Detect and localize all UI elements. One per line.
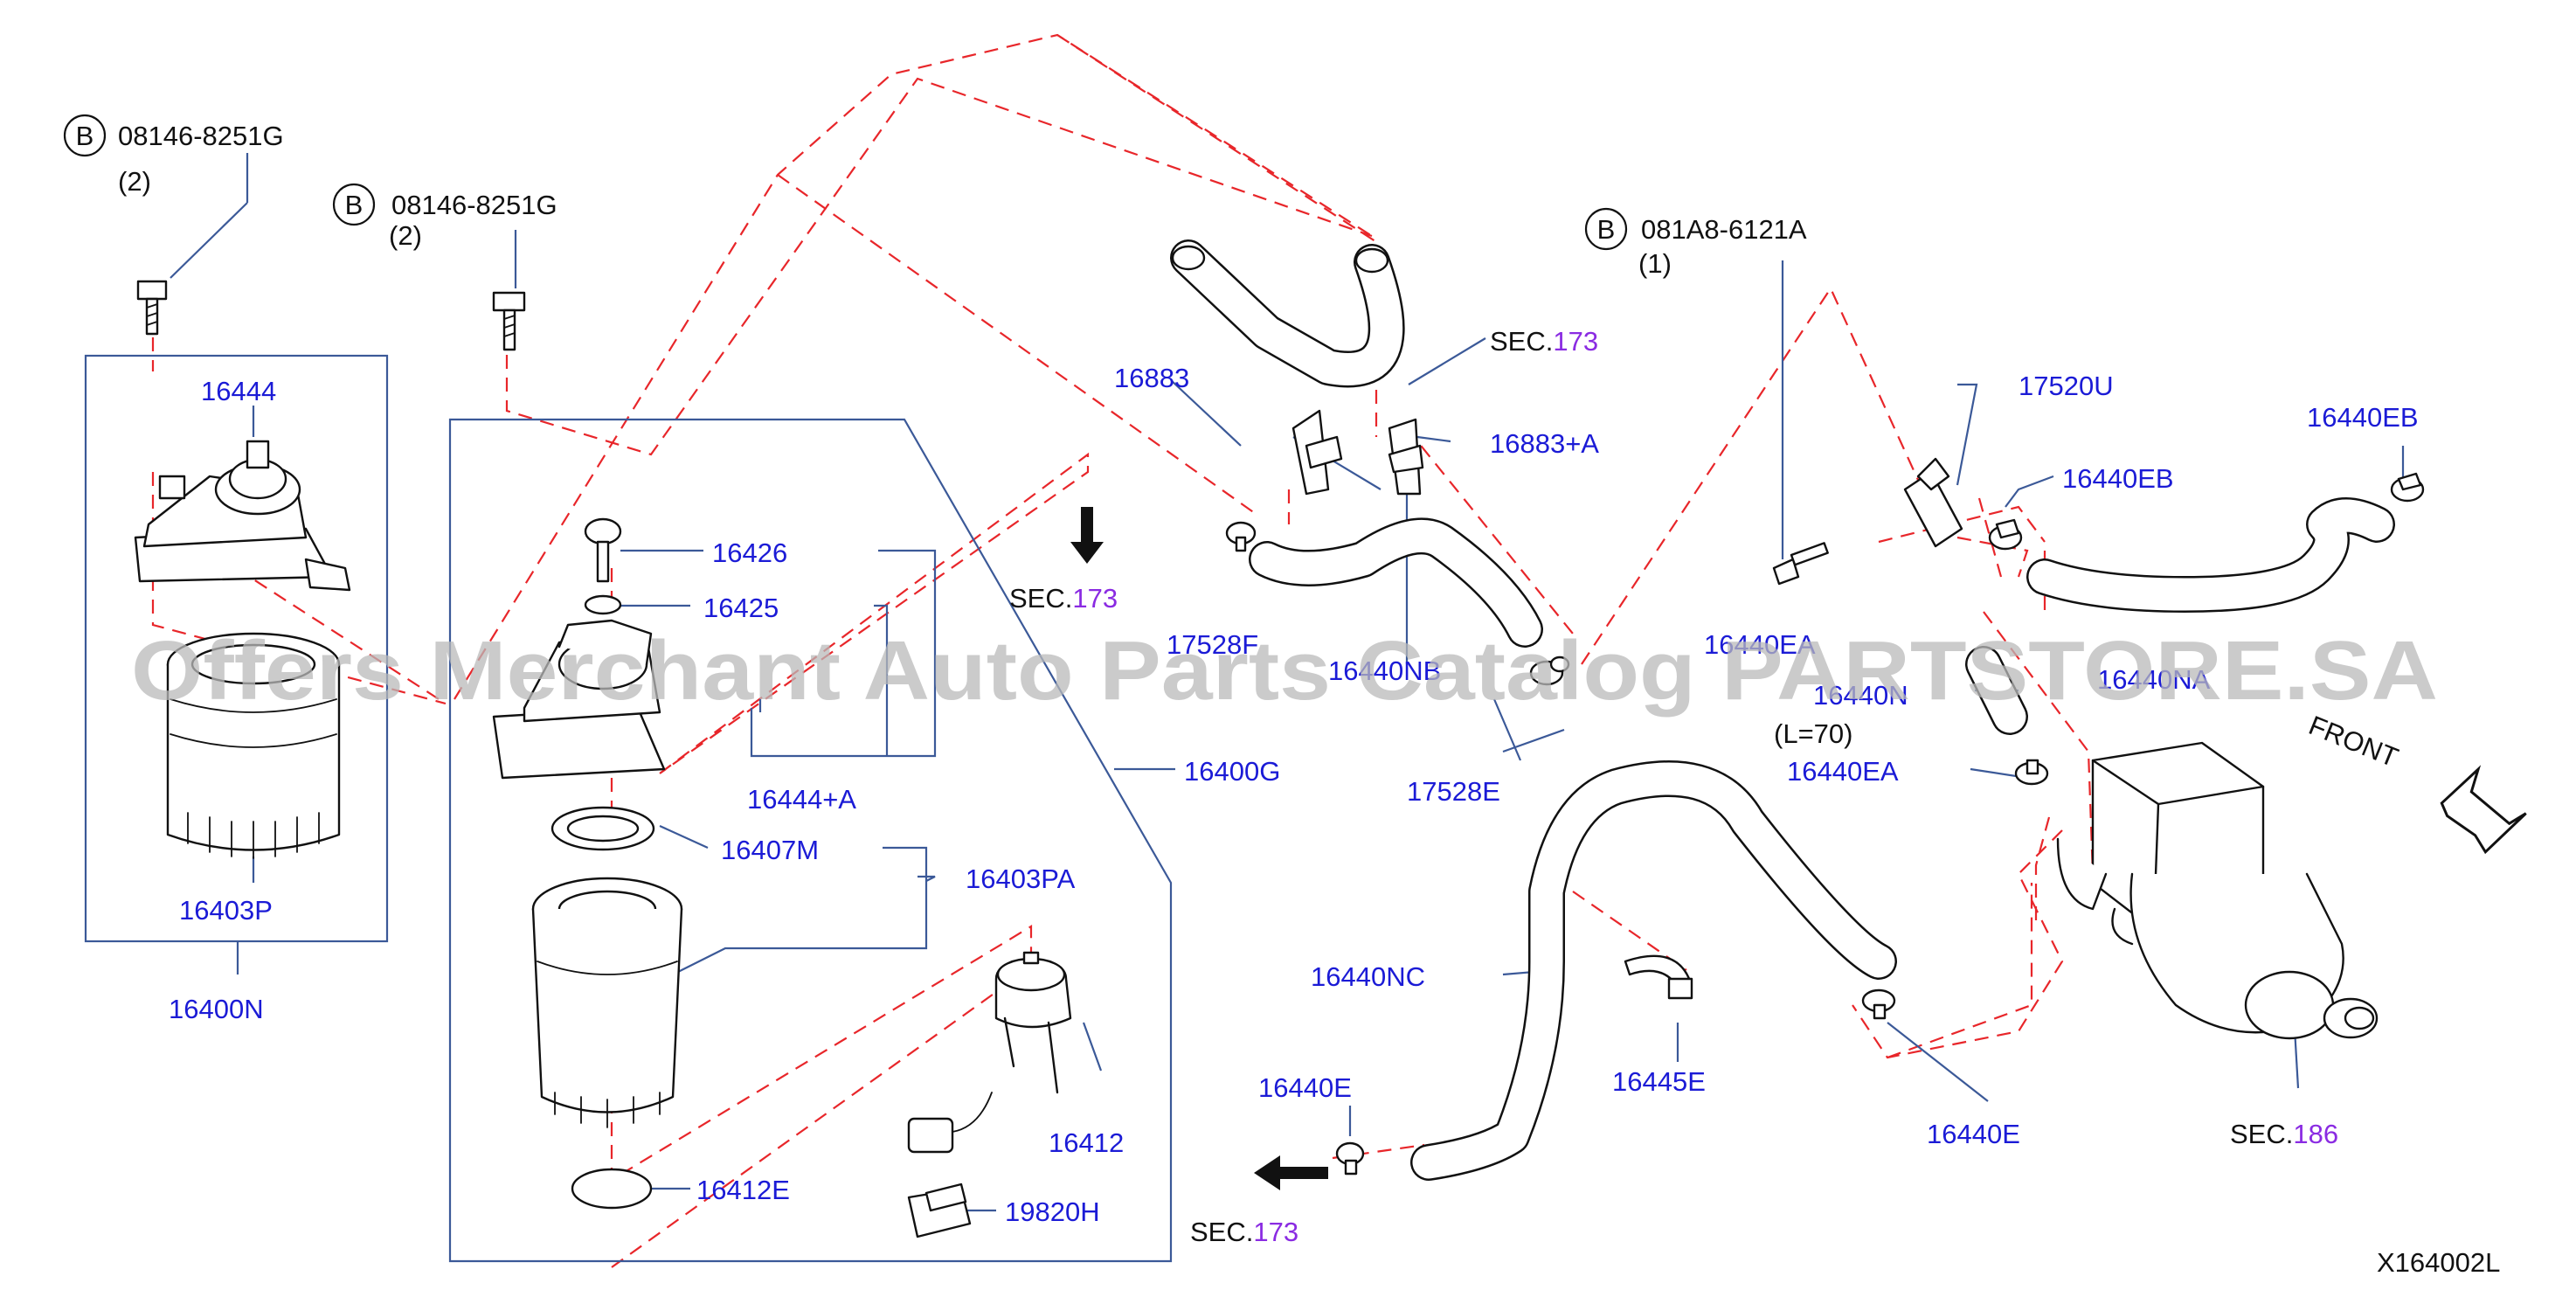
o-ring-16412e: [571, 1168, 653, 1210]
label-16440eb-top[interactable]: 16440EB: [2307, 402, 2419, 433]
label-16444[interactable]: 16444: [201, 376, 276, 406]
bolt-part-number: 081A8-6121A: [1641, 214, 1807, 245]
bolt-quantity: (2): [118, 166, 151, 197]
badge-letter: B: [1597, 214, 1616, 245]
hose-16440nc: [1410, 760, 1897, 1181]
bolt-part-number: 08146-8251G: [118, 121, 284, 151]
label-16440n[interactable]: 16440N: [1813, 680, 1908, 711]
bolt-callout-right: B 081A8-6121A (1): [1584, 207, 1807, 279]
group-frame-16400n: [84, 354, 389, 943]
alignment-lines: [151, 33, 2160, 1268]
arrow-sec173-mid: [1070, 507, 1104, 564]
label-16440eb[interactable]: 16440EB: [2062, 463, 2174, 494]
clamp-16440eb-top: [2390, 472, 2425, 503]
bolt-081a8-6121a: [1772, 542, 1829, 586]
fuel-filter-16403pa: [531, 877, 683, 1128]
label-16426[interactable]: 16426: [712, 538, 787, 568]
label-16400n[interactable]: 16400N: [169, 994, 264, 1024]
clamp-16440ea: [2014, 759, 2049, 786]
label-19820h[interactable]: 19820H: [1005, 1196, 1100, 1227]
bolt-quantity: (1): [1638, 248, 1672, 279]
hose-top-sec173: [1170, 239, 1405, 388]
label-16403p[interactable]: 16403P: [179, 895, 273, 926]
filter-head-16444: [134, 440, 351, 592]
label-16412[interactable]: 16412: [1049, 1127, 1124, 1158]
bolt-callout-middle: B 08146-8251G (2): [332, 183, 557, 251]
label-16883a[interactable]: 16883+A: [1490, 428, 1599, 459]
label-16440nb[interactable]: 16440NB: [1328, 655, 1441, 686]
label-16400g[interactable]: 16400G: [1184, 756, 1280, 787]
hose-16440na: [2026, 497, 2395, 613]
connector-17520u: [1903, 457, 1963, 548]
bolt-08146-8251g-middle: [492, 291, 526, 351]
bolt-part-number: 08146-8251G: [391, 190, 557, 220]
clip-16445e: [1624, 954, 1693, 1000]
label-16440ea[interactable]: 16440EA: [1787, 756, 1899, 787]
clamp-17528e: [1529, 655, 1570, 686]
bolt-callout-left: B 08146-8251G (2): [63, 114, 284, 197]
connector-19820h: [907, 1183, 972, 1238]
clamp-16440e-left: [1335, 1141, 1365, 1176]
bolt-quantity: (2): [389, 220, 422, 251]
clamp-16440eb: [1988, 518, 2023, 551]
label-16407m[interactable]: 16407M: [721, 835, 819, 865]
section-ref-186[interactable]: SEC.186: [2230, 1119, 2338, 1149]
label-16440n-length: (L=70): [1774, 718, 1852, 749]
clamp-17528f: [1225, 521, 1257, 552]
washer-16425: [584, 594, 622, 615]
arrow-sec173-bottom: [1254, 1155, 1328, 1190]
label-16440nc[interactable]: 16440NC: [1311, 961, 1425, 992]
badge-letter: B: [345, 190, 364, 220]
label-16444a[interactable]: 16444+A: [747, 784, 856, 815]
section-ref-173-mid[interactable]: SEC.173: [1009, 583, 1118, 614]
bolt-08146-8251g-left: [136, 280, 168, 336]
section-ref-173-bottom[interactable]: SEC.173: [1190, 1217, 1298, 1247]
badge-letter: B: [76, 121, 94, 151]
bolt-16426: [584, 517, 622, 583]
label-16445e[interactable]: 16445E: [1612, 1066, 1706, 1097]
drawing-id: X164002L: [2377, 1247, 2500, 1278]
connector-plug: [907, 1092, 993, 1154]
clamp-16440e-right: [1861, 988, 1896, 1020]
label-17528e[interactable]: 17528E: [1407, 776, 1500, 807]
clamp-16883: [1291, 409, 1343, 496]
group-frame-16400g: [448, 418, 1173, 1263]
label-16440ea-top[interactable]: 16440EA: [1704, 629, 1816, 660]
clamp-16883a: [1388, 418, 1424, 496]
label-16440e-right[interactable]: 16440E: [1927, 1119, 2020, 1149]
filter-head-16444a: [492, 619, 666, 780]
label-17520u[interactable]: 17520U: [2019, 371, 2114, 401]
hose-16440nb: [1249, 517, 1543, 648]
section-ref-173-top[interactable]: SEC.173: [1490, 326, 1598, 357]
label-16403pa[interactable]: 16403PA: [966, 864, 1076, 894]
fuel-filter-16403p: [166, 632, 341, 859]
label-16440na[interactable]: 16440NA: [2097, 664, 2211, 695]
label-16412e[interactable]: 16412E: [696, 1175, 790, 1205]
label-17528f[interactable]: 17528F: [1167, 629, 1258, 660]
label-16440e-left[interactable]: 16440E: [1258, 1072, 1352, 1103]
seal-ring-16407m: [551, 806, 655, 851]
sensor-16412: [994, 951, 1072, 1094]
label-16425[interactable]: 16425: [703, 593, 779, 623]
injection-pump-sec186: [2056, 741, 2379, 1040]
front-label: FRONT: [2304, 710, 2402, 773]
watermark-text: Offers Merchant Auto Parts Catalog PARTS…: [131, 624, 2438, 718]
hose-16440n: [1965, 646, 2028, 735]
label-16883[interactable]: 16883: [1114, 363, 1189, 393]
front-arrow: [2440, 765, 2527, 855]
